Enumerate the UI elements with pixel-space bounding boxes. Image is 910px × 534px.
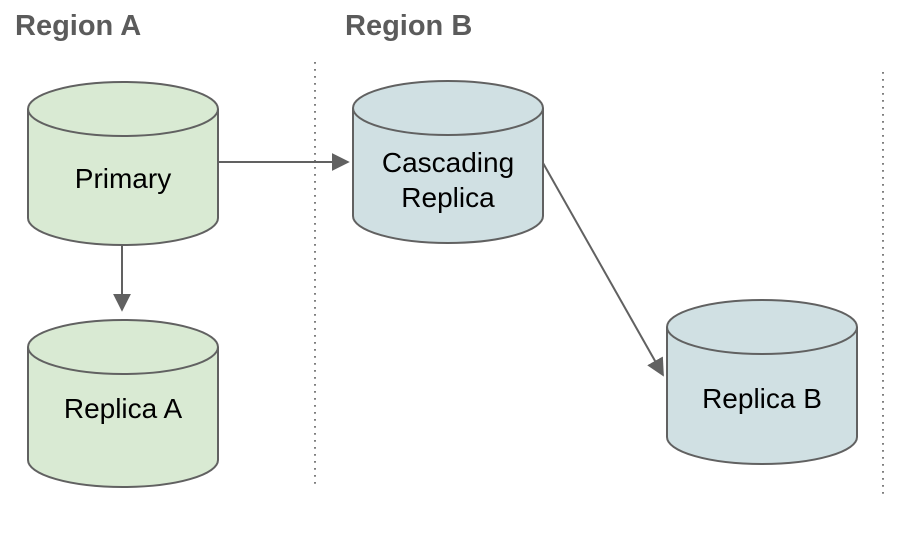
region-a-label: Region A	[15, 10, 142, 42]
primary-label: Primary	[28, 142, 218, 214]
replica-b-label-text: Replica B	[702, 382, 822, 414]
replica-a-cylinder	[27, 319, 219, 488]
region-b-label: Region B	[345, 10, 473, 42]
cascading-replica-cylinder-body	[352, 108, 544, 244]
replica-b-label: Replica B	[667, 362, 857, 434]
replica-b-cylinder-body	[666, 327, 858, 465]
cascading-replica-cylinder-top	[352, 80, 544, 136]
replica-a-cylinder-top	[27, 319, 219, 375]
replica-a-cylinder-body	[27, 347, 219, 488]
primary-cylinder-body	[27, 109, 219, 246]
replica-b-cylinder-top	[666, 299, 858, 355]
replica-a-label-text: Replica A	[63, 392, 183, 424]
cascading-replica-label: Cascading Replica	[353, 134, 543, 226]
replica-b-cylinder	[666, 299, 858, 465]
primary-cylinder	[27, 81, 219, 246]
cascading-replica-label-text: Cascading Replica	[381, 147, 515, 213]
primary-label-text: Primary	[74, 162, 172, 194]
replica-a-label: Replica A	[28, 372, 218, 444]
primary-cylinder-top	[27, 81, 219, 137]
arrow-cascading-replica-to-replica-b	[542, 162, 664, 377]
cascading-replica-cylinder	[352, 80, 544, 244]
